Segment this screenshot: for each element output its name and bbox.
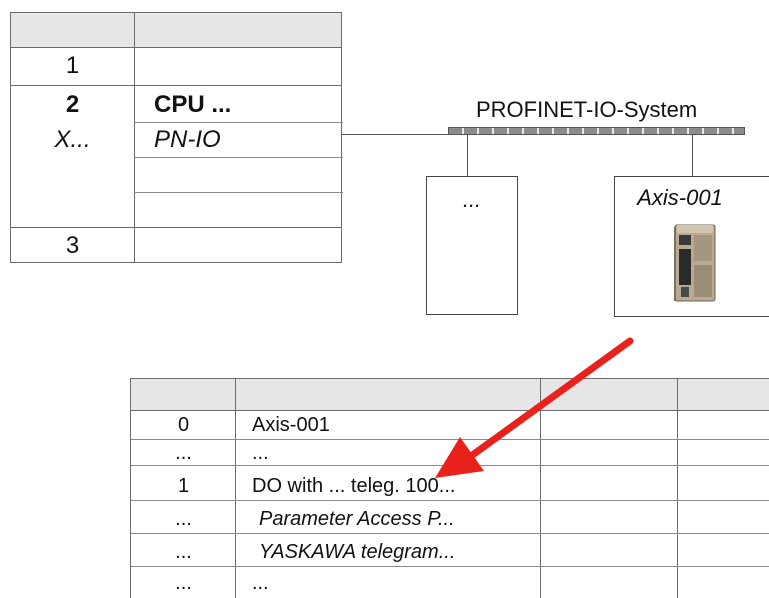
module-slot[interactable]: ...: [175, 508, 192, 530]
module-slot[interactable]: ...: [175, 442, 192, 464]
row-divider: [134, 122, 343, 123]
device-label: ...: [462, 187, 482, 212]
slot-number[interactable]: 3: [65, 232, 80, 259]
module-name-cpu[interactable]: CPU ...: [154, 91, 232, 118]
connection-line: [342, 134, 449, 135]
module-name[interactable]: YASKAWA telegram...: [259, 541, 456, 563]
slot-number[interactable]: 1: [65, 52, 80, 79]
drop-line: [467, 135, 468, 176]
module-slot[interactable]: ...: [175, 541, 192, 563]
arrow-shaft: [463, 337, 634, 463]
row-divider: [131, 500, 769, 501]
module-name[interactable]: Parameter Access P...: [259, 508, 455, 530]
column-divider: [235, 379, 236, 598]
module-name[interactable]: DO with ... teleg. 100...: [252, 475, 456, 497]
module-name[interactable]: ...: [252, 442, 269, 464]
rack-table-header: [11, 13, 341, 48]
row-divider: [131, 566, 769, 567]
row-divider: [134, 192, 343, 193]
drag-arrow: [435, 337, 634, 478]
device-label: Axis-001: [637, 185, 723, 210]
servo-drive-image: [674, 224, 716, 302]
device-box-placeholder[interactable]: ...: [426, 176, 518, 315]
slot-number[interactable]: 2: [65, 91, 80, 118]
rack-column-divider: [134, 13, 135, 262]
module-name-pn-io[interactable]: PN-IO: [154, 126, 221, 153]
module-slot[interactable]: 0: [177, 414, 190, 436]
column-divider: [540, 379, 541, 598]
row-divider: [11, 227, 341, 228]
row-divider: [11, 85, 341, 86]
row-divider: [131, 533, 769, 534]
row-divider: [134, 157, 343, 158]
device-box-axis-001[interactable]: Axis-001: [614, 176, 769, 317]
rack-table: 1 2 CPU ... X... PN-IO 3: [10, 12, 343, 263]
column-divider: [677, 379, 678, 598]
profinet-system-label: PROFINET-IO-System: [476, 97, 698, 122]
module-table-header: [131, 379, 769, 411]
drop-line: [692, 135, 693, 176]
module-slot[interactable]: 1: [177, 475, 190, 497]
module-table: 0 Axis-001 ... ... 1 DO with ... teleg. …: [130, 378, 769, 598]
profinet-bus[interactable]: [448, 127, 745, 135]
row-divider: [131, 439, 769, 440]
arrow-head-icon: [435, 437, 484, 478]
module-name[interactable]: Axis-001: [252, 414, 330, 436]
slot-number[interactable]: X...: [54, 126, 91, 153]
